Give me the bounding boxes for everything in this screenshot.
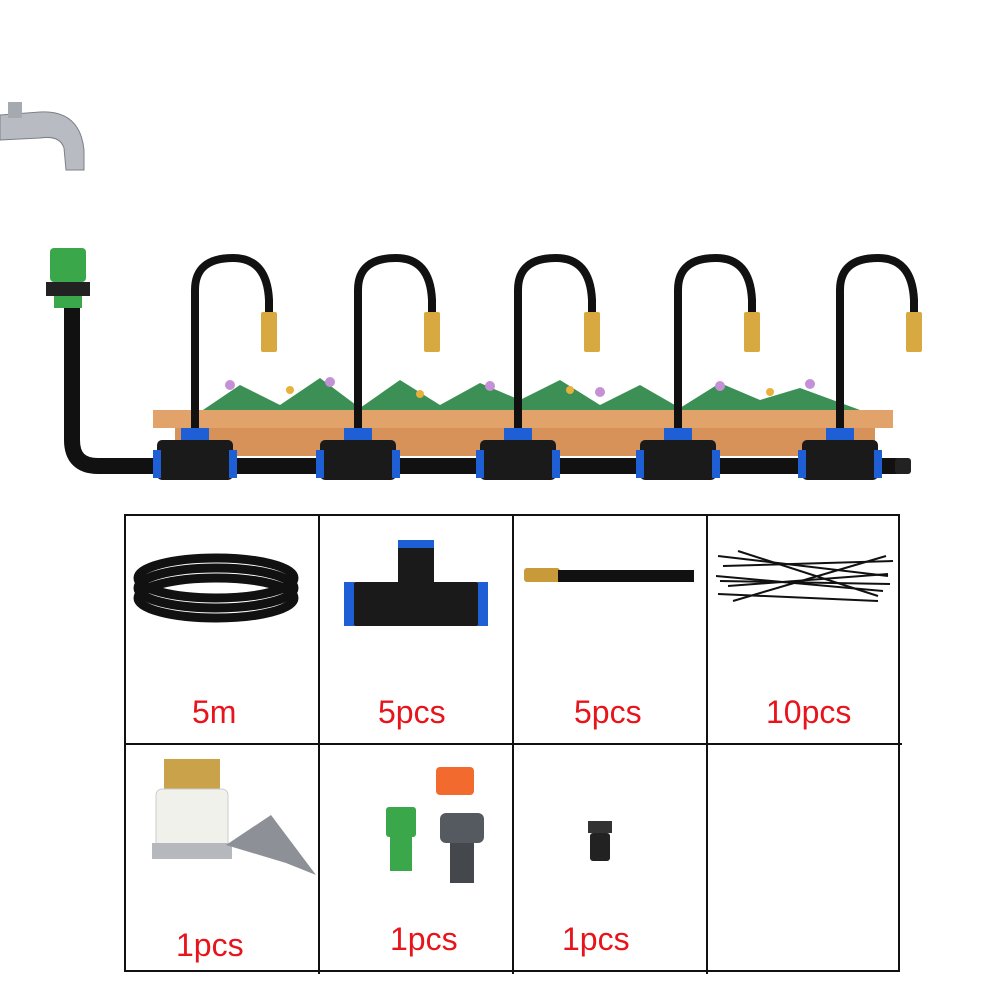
cell-nozzle-hose: 5pcs <box>514 516 708 745</box>
riser-nozzle <box>153 253 277 480</box>
riser-nozzle <box>636 253 760 480</box>
quantity-label: 5pcs <box>378 694 446 730</box>
faucet-icon <box>0 102 85 171</box>
green-connector-icon <box>46 248 90 308</box>
quantity-label: 1pcs <box>562 921 630 957</box>
system-illustration <box>0 102 922 480</box>
riser-nozzle <box>476 253 600 480</box>
cable-ties-icon <box>715 550 894 602</box>
cell-tee: 5pcs <box>320 516 514 745</box>
cell-connector-set: 1pcs <box>320 745 514 974</box>
main-hose <box>64 300 911 474</box>
quantity-label: 1pcs <box>176 927 244 963</box>
hose-coil-icon <box>133 553 299 623</box>
cell-empty <box>708 745 902 974</box>
quantity-label: 10pcs <box>766 694 852 730</box>
riser-nozzle <box>316 253 440 480</box>
quantity-label: 5m <box>192 694 237 730</box>
cell-faucet-adapter: 1pcs <box>126 745 320 974</box>
tee-connector-icon <box>344 540 488 626</box>
quantity-label: 5pcs <box>574 694 642 730</box>
cell-cable-ties: 10pcs <box>708 516 902 745</box>
connector-set-icon <box>386 767 484 883</box>
nozzle-hose-icon <box>524 568 694 582</box>
end-plug-icon <box>588 821 612 861</box>
cell-end-plug: 1pcs <box>514 745 708 974</box>
quantity-label: 1pcs <box>390 921 458 957</box>
cell-hose: 5m <box>126 516 320 745</box>
kit-contents-grid: 5m 5pcs 5pcs 10pcs <box>124 514 902 974</box>
riser-nozzle <box>798 253 922 480</box>
nozzle-risers <box>153 253 922 480</box>
faucet-adapter-icon <box>152 759 316 875</box>
